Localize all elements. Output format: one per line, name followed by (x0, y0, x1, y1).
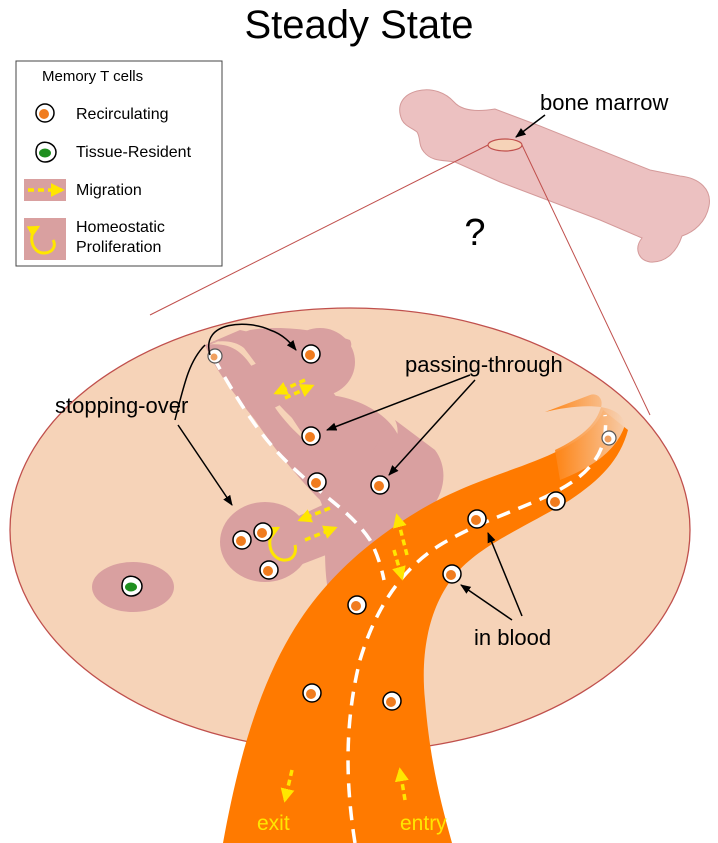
in-blood-label: in blood (474, 625, 551, 650)
recirculating-cell (307, 472, 327, 492)
recirculating-cell (370, 475, 390, 495)
question-mark: ? (464, 212, 485, 254)
legend-heading: Memory T cells (42, 68, 143, 85)
zoom-line-left (149, 144, 489, 316)
blood-vessel (223, 410, 628, 843)
recirculating-cell (382, 691, 402, 711)
passing-through-label: passing-through (405, 352, 563, 377)
legend: Memory T cells Recirculating Tissue-Resi… (15, 60, 223, 267)
recirculating-cell-icon (35, 103, 55, 123)
recirculating-cell (253, 522, 273, 542)
zoom-line-right (521, 144, 651, 416)
tissue-resident-cell-icon (35, 141, 57, 163)
recirculating-cell (302, 683, 322, 703)
recirculating-cell (301, 344, 321, 364)
stopping-over-label: stopping-over (55, 393, 188, 418)
tissue-resident-cell (121, 575, 143, 597)
legend-proliferation-line1: Homeostatic (76, 219, 165, 236)
proliferation-icon (24, 218, 66, 260)
niche-proliferation (220, 502, 310, 582)
recirculating-cell (546, 491, 566, 511)
legend-recirculating: Recirculating (76, 106, 168, 123)
pointer-arrows (174, 323, 523, 621)
legend-migration: Migration (76, 182, 142, 199)
legend-tissue-resident: Tissue-Resident (76, 144, 192, 161)
recirculating-cell (347, 595, 367, 615)
diagram-title: Steady State (244, 3, 473, 47)
recirculating-cell (467, 509, 487, 529)
recirculating-cell (301, 426, 321, 446)
bone-marrow-window (487, 138, 523, 152)
bone-marrow-label: bone marrow (540, 90, 669, 115)
migration-icon (24, 179, 66, 201)
recirculating-cell (232, 530, 252, 550)
bone-marrow-pointer (515, 114, 546, 138)
recirculating-cell-faded (207, 348, 223, 364)
vessel-centerline (346, 414, 608, 843)
legend-proliferation-line2: Proliferation (76, 239, 161, 256)
recirculating-cells (207, 344, 617, 711)
recirculating-cell-faded (601, 430, 617, 446)
bone-shape (399, 89, 710, 263)
recirculating-cell (442, 564, 462, 584)
entry-label: entry (400, 812, 447, 835)
exit-label: exit (257, 812, 290, 835)
recirculating-cell (259, 560, 279, 580)
